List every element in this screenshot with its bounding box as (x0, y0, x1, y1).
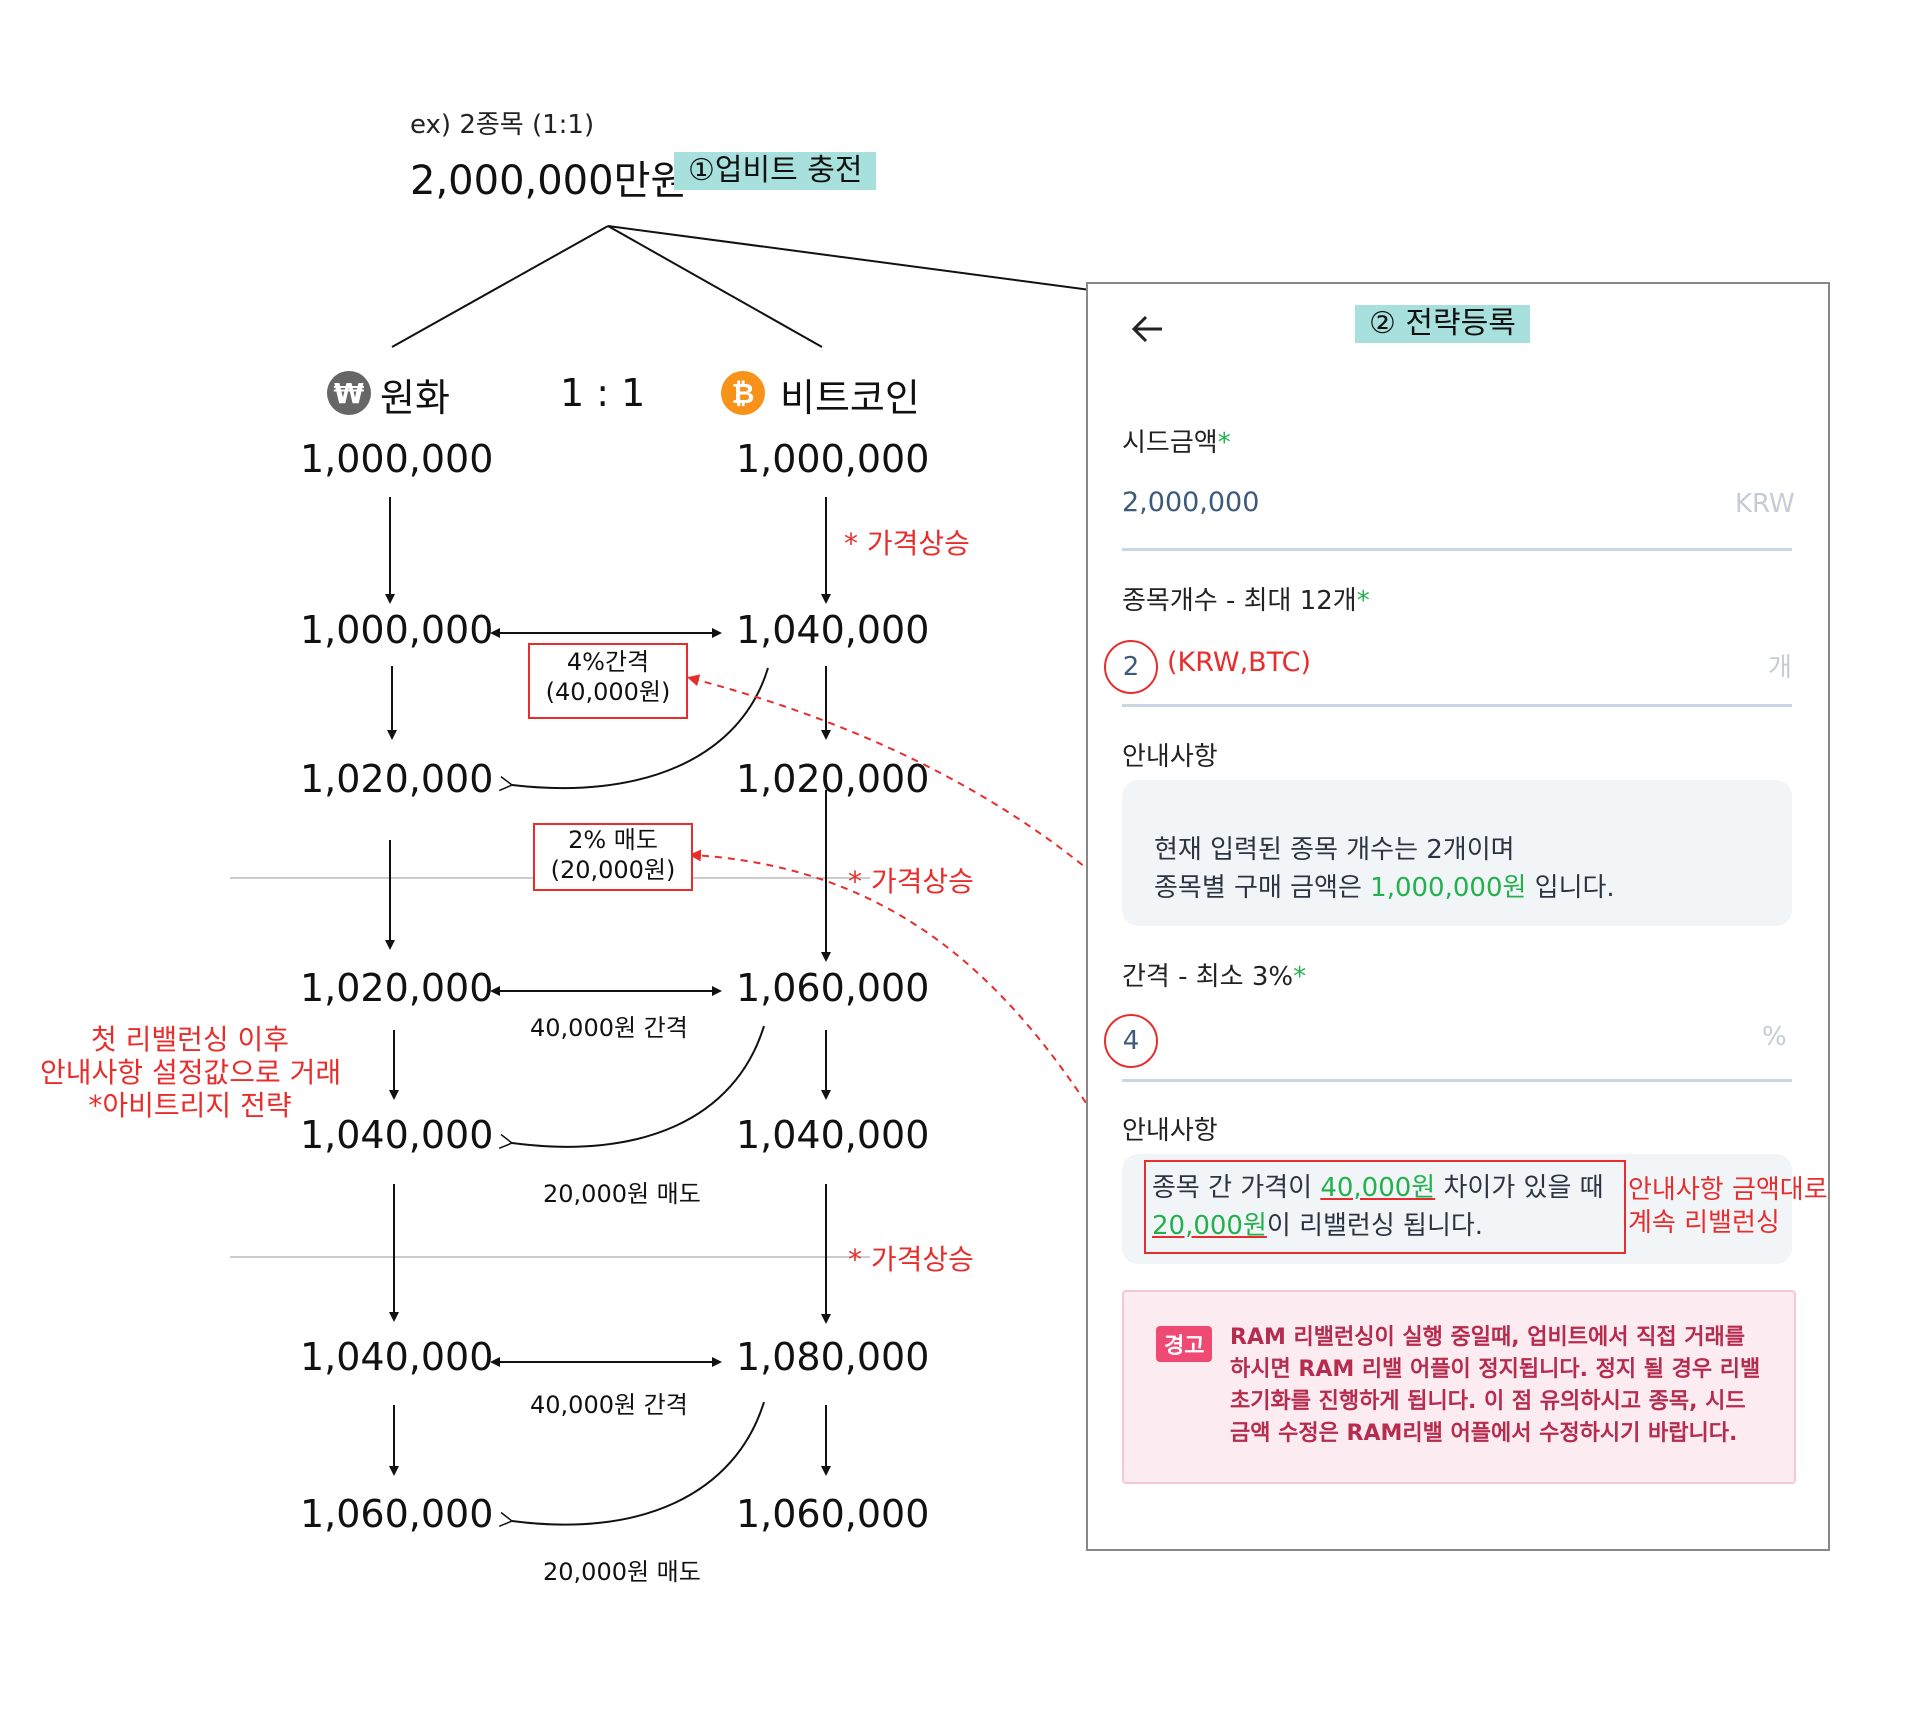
info2-side-note: 안내사항 금액대로 계속 리밸런싱 (1628, 1174, 1828, 1240)
rebalance-curve-arrow (498, 667, 769, 792)
btc-value: 1,060,000 (736, 966, 930, 1010)
warning-badge: 경고 (1156, 1326, 1213, 1362)
info-line2: 종목별 구매 금액은 1,000,000원 입니다. (1154, 873, 1615, 903)
ratio-label: 1 : 1 (560, 371, 646, 415)
btc-value: 1,000,000 (736, 437, 930, 481)
btc-column-label: 비트코인 (780, 376, 920, 420)
total-amount: 2,000,000만원 (410, 158, 688, 204)
count-label: 종목개수 - 최대 12개* (1122, 586, 1370, 616)
rebalance-curve-arrow (498, 1401, 765, 1528)
krw-value: 1,000,000 (300, 437, 494, 481)
btc-value: 1,040,000 (736, 608, 930, 652)
warning-text: RAM 리밸런싱이 실행 중일때, 업비트에서 직접 거래를 하시면 RAM 리… (1230, 1325, 1761, 1446)
example-caption: ex) 2종목 (1:1) (410, 110, 595, 140)
split-line-krw (391, 225, 609, 348)
btc-coin-icon: ₿ (721, 371, 765, 415)
gap-box-line2: (40,000원) (545, 678, 671, 706)
step2-highlight: ② 전략등록 (1355, 305, 1530, 343)
gap-unit: % (1762, 1022, 1787, 1052)
info-line1: 현재 입력된 종목 개수는 2개이며 (1154, 835, 1515, 865)
krw-value: 1,040,000 (300, 1113, 494, 1157)
info2-line2: 20,000원이 리밸런싱 됩니다. (1152, 1211, 1484, 1241)
info2-line1: 종목 간 가격이 40,000원 차이가 있을 때 (1152, 1173, 1604, 1203)
sell-note: 20,000원 매도 (543, 1180, 701, 1208)
side-note-line2: 안내사항 설정값으로 거래 (40, 1056, 342, 1089)
info-box: 현재 입력된 종목 개수는 2개이며 종목별 구매 금액은 1,000,000원… (1122, 780, 1792, 926)
krw-value: 1,000,000 (300, 608, 494, 652)
step1-highlight: ①업비트 충전 (674, 152, 877, 190)
info2-side-line1: 안내사항 금액대로 (1628, 1175, 1828, 1205)
gap-label: 간격 - 최소 3%* (1122, 962, 1307, 992)
gap-value-input[interactable]: 4 (1104, 1014, 1158, 1068)
count-value-input[interactable]: 2 (1104, 640, 1158, 694)
info-label: 안내사항 (1122, 742, 1218, 772)
gap-box-line1: 4%간격 (566, 648, 650, 676)
side-note-line3: *아비트리지 전략 (88, 1089, 292, 1122)
sell-note: 20,000원 매도 (543, 1558, 701, 1586)
krw-coin-icon: ₩ (327, 371, 371, 415)
count-unit: 개 (1768, 653, 1792, 683)
btc-value: 1,040,000 (736, 1113, 930, 1157)
gap-note: 40,000원 간격 (530, 1391, 688, 1419)
krw-value: 1,060,000 (300, 1492, 494, 1536)
rebalance-side-note: 첫 리밸런싱 이후 안내사항 설정값으로 거래 *아비트리지 전략 (40, 1023, 342, 1122)
rebalance-curve-arrow (498, 1025, 765, 1150)
sell-box-line1: 2% 매도 (568, 826, 658, 854)
info2-side-line2: 계속 리밸런싱 (1628, 1208, 1780, 1238)
warning-box: 경고 RAM 리밸런싱이 실행 중일때, 업비트에서 직접 거래를 하시면 RA… (1122, 1290, 1796, 1484)
info-box-2: 종목 간 가격이 40,000원 차이가 있을 때 20,000원이 리밸런싱 … (1122, 1154, 1792, 1264)
price-up-note: * 가격상승 (844, 527, 970, 560)
krw-value: 1,020,000 (300, 966, 494, 1010)
btc-value: 1,080,000 (736, 1335, 930, 1379)
seed-label: 시드금액* (1122, 428, 1231, 458)
strategy-register-panel: 시드금액* 2,000,000 KRW 종목개수 - 최대 12개* 2 (KR… (1086, 282, 1830, 1551)
krw-column-label: 원화 (380, 376, 450, 420)
sell-box-line2: (20,000원) (550, 856, 676, 884)
price-up-note: * 가격상승 (848, 1243, 974, 1276)
split-line-btc (607, 225, 823, 348)
side-note-line1: 첫 리밸런싱 이후 (90, 1023, 290, 1056)
sell-box: 2% 매도 (20,000원) (533, 823, 693, 891)
count-note: (KRW,BTC) (1167, 647, 1312, 678)
arrow-left-icon[interactable] (1128, 309, 1168, 349)
krw-value: 1,040,000 (300, 1335, 494, 1379)
btc-value: 1,060,000 (736, 1492, 930, 1536)
price-up-note: * 가격상승 (848, 865, 974, 898)
gap-note: 40,000원 간격 (530, 1014, 688, 1042)
dashed-link-sell (689, 849, 1161, 1226)
info2-highlight-box (1144, 1160, 1626, 1254)
count-underline (1122, 704, 1792, 707)
gap-box: 4%간격 (40,000원) (528, 643, 688, 719)
gap-underline (1122, 1079, 1792, 1082)
btc-value: 1,020,000 (736, 757, 930, 801)
info-label-2: 안내사항 (1122, 1116, 1218, 1146)
seed-amount-input[interactable]: 2,000,000 (1122, 487, 1260, 518)
seed-unit: KRW (1735, 489, 1795, 519)
seed-underline (1122, 548, 1792, 551)
krw-value: 1,020,000 (300, 757, 494, 801)
